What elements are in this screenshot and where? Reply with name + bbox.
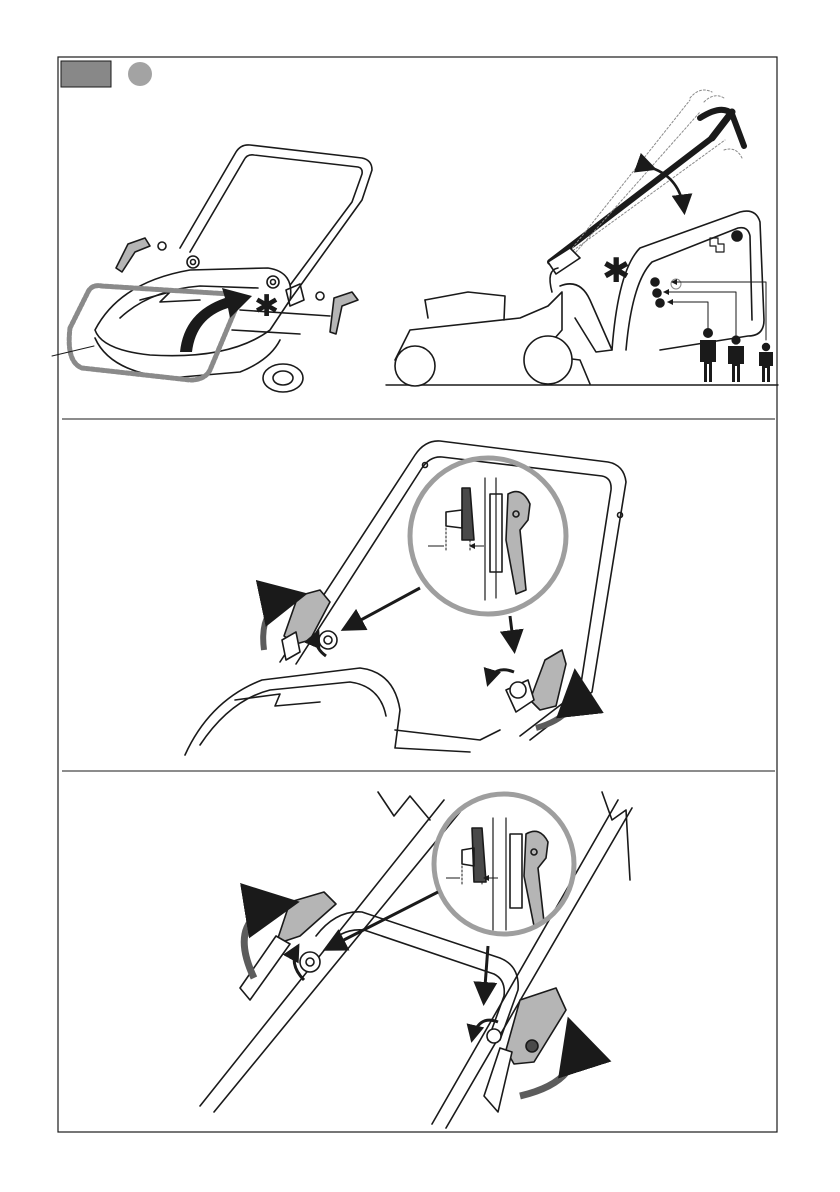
magnifier-detail-icon	[410, 458, 566, 614]
step-circle	[128, 62, 152, 86]
page-frame	[58, 57, 777, 1132]
height-adjust-illustration	[386, 90, 778, 386]
pointer-arrow-icon	[328, 892, 438, 948]
handle-assembly-illustration	[52, 145, 372, 392]
handle-rear-illustration	[200, 792, 632, 1128]
pointer-arrow-icon	[346, 588, 420, 628]
person-short-icon	[759, 343, 773, 382]
person-medium-icon	[728, 335, 744, 382]
asterisk-icon: ✱	[602, 251, 631, 291]
person-tall-icon	[700, 328, 716, 382]
step-badge	[61, 61, 111, 87]
magnifier-detail-icon	[434, 794, 574, 934]
rotate-arrow-icon	[488, 670, 514, 684]
handle-front-illustration	[185, 441, 626, 755]
pointer-arrow-icon	[510, 616, 514, 648]
asterisk-icon: ✱	[254, 289, 279, 324]
pointer-arrow-icon	[484, 946, 488, 1000]
